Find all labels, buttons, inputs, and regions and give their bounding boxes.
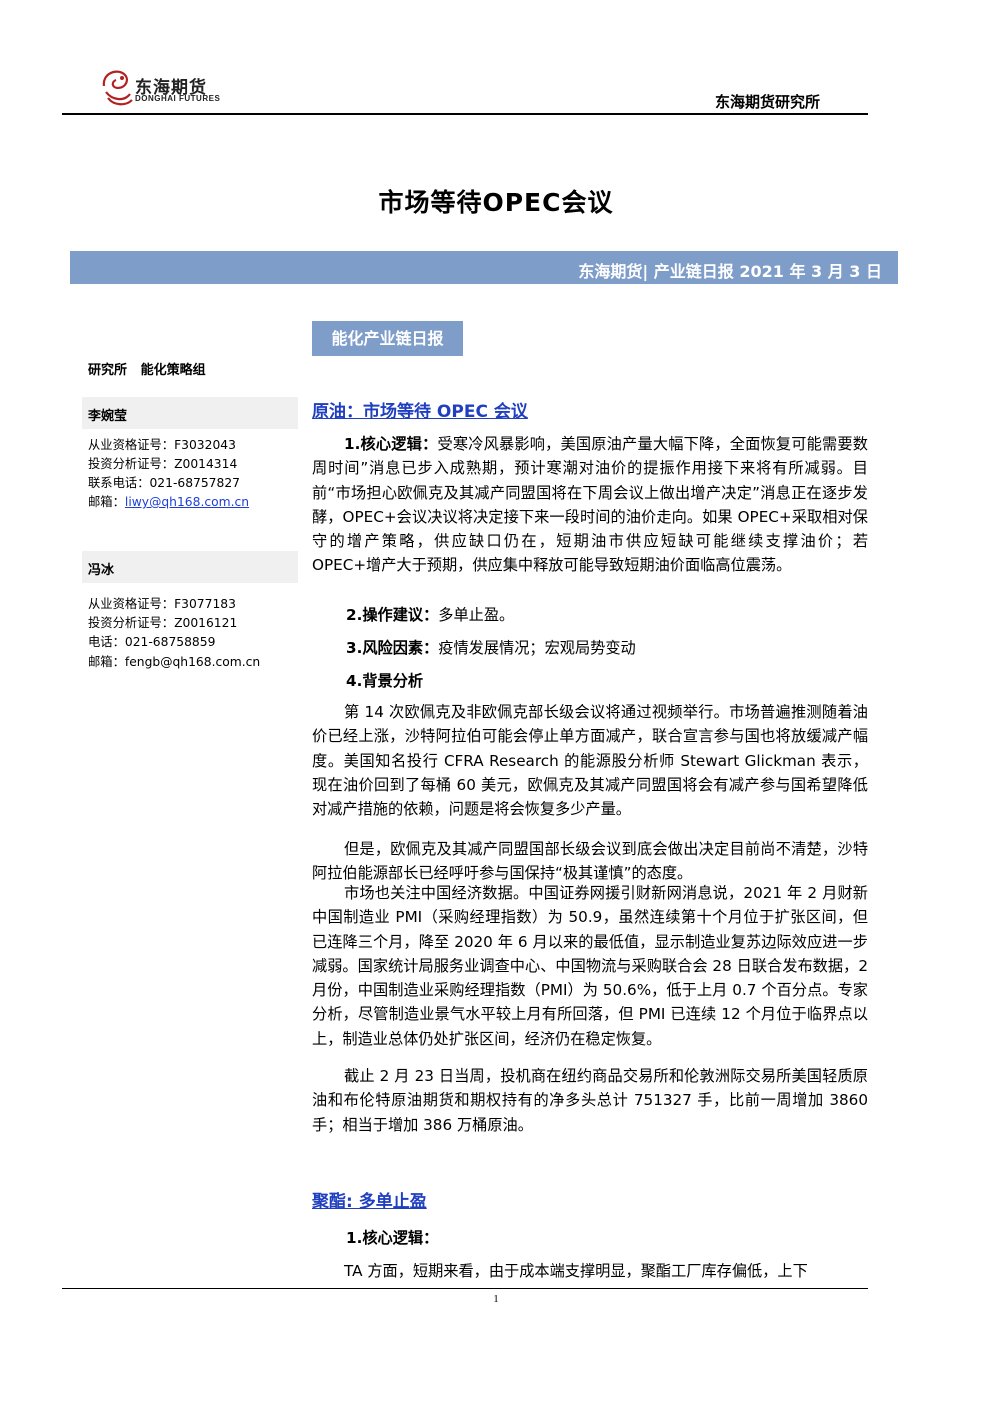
advice-row: 2.操作建议：多单止盈。 (346, 603, 514, 625)
author-invest-cert: 投资分析证号：Z0016121 (88, 616, 238, 630)
advice-text: 多单止盈。 (438, 606, 515, 624)
page-number: 1 (493, 1293, 499, 1305)
polyester-core-label: 1.核心逻辑： (346, 1229, 439, 1247)
header-institute: 东海期货研究所 (714, 93, 820, 111)
risk-text: 疫情发展情况；宏观局势变动 (438, 639, 636, 657)
author-email-row: 邮箱：fengb@qh168.com.cn (88, 652, 260, 670)
author-name: 冯冰 (88, 563, 115, 578)
author-header: 李婉莹 (82, 397, 298, 429)
donghai-logo-icon (102, 70, 133, 106)
risk-row: 3.风险因素：疫情发展情况；宏观局势变动 (346, 636, 636, 658)
section-heading-crude[interactable]: 原油：市场等待 OPEC 会议 (312, 402, 528, 422)
report-info-text: 东海期货| 产业链日报 2021 年 3 月 3 日 (578, 262, 882, 281)
author-name: 李婉莹 (88, 409, 128, 424)
core-logic-label: 1.核心逻辑： (344, 435, 438, 453)
author-invest-cert: 投资分析证号：Z0014314 (88, 457, 238, 471)
author-phone: 联系电话：021-68757827 (88, 476, 240, 490)
logo-text: 东海期货 (135, 78, 207, 98)
background-paragraph: 第 14 次欧佩克及非欧佩克部长级会议将通过视频举行。市场普遍推测随着油价已经上… (312, 703, 868, 819)
section-badge: 能化产业链日报 (312, 321, 463, 356)
risk-label: 3.风险因素： (346, 639, 439, 657)
email-label: 邮箱： (88, 655, 125, 669)
background-paragraph: 截止 2 月 23 日当周，投机商在纽约商品交易所和伦敦洲际交易所美国轻质原油和… (312, 1067, 868, 1134)
email-text: fengb@qh168.com.cn (124, 655, 261, 669)
report-info-bar: 东海期货| 产业链日报 2021 年 3 月 3 日 (70, 251, 898, 284)
logo-subtext: DONGHAI FUTURES (135, 94, 221, 103)
author-cert: 从业资格证号：F3077183 (88, 597, 236, 611)
core-logic-text: 受寒冷风暴影响，美国原油产量大幅下降，全面恢复可能需要数周时间”消息已步入成熟期… (312, 435, 868, 575)
advice-label: 2.操作建议： (346, 606, 439, 624)
polyester-paragraph: TA 方面，短期来看，由于成本端支撑明显，聚酯工厂库存偏低，上下 (344, 1262, 808, 1280)
polyester-core-heading: 1.核心逻辑： (346, 1226, 438, 1248)
author-phone: 电话：021-68758859 (88, 635, 216, 649)
background-paragraph: 但是，欧佩克及其减产同盟国部长级会议到底会做出决定目前尚不清楚，沙特阿拉伯能源部… (312, 840, 868, 883)
email-link[interactable]: liwy@qh168.com.cn (124, 495, 250, 509)
author-email-row: 邮箱：liwy@qh168.com.cn (88, 492, 249, 510)
background-paragraph: 市场也关注中国经济数据。中国证券网援引财新网消息说，2021 年 2 月财新中国… (312, 884, 868, 1048)
document-title: 市场等待OPEC会议 (378, 188, 614, 217)
background-heading: 4.背景分析 (346, 669, 423, 691)
core-logic-paragraph: 1.核心逻辑：受寒冷风暴影响，美国原油产量大幅下降，全面恢复可能需要数周时间”消… (312, 432, 868, 578)
email-label: 邮箱： (88, 495, 125, 509)
author-cert: 从业资格证号：F3032043 (88, 438, 236, 452)
author-header: 冯冰 (82, 551, 298, 583)
footer-divider (62, 1288, 868, 1289)
section-heading-polyester[interactable]: 聚酯: 多单止盈 (312, 1192, 427, 1212)
department-label: 研究所 能化策略组 (88, 363, 206, 378)
header-divider (62, 113, 868, 115)
background-label: 4.背景分析 (346, 672, 424, 690)
